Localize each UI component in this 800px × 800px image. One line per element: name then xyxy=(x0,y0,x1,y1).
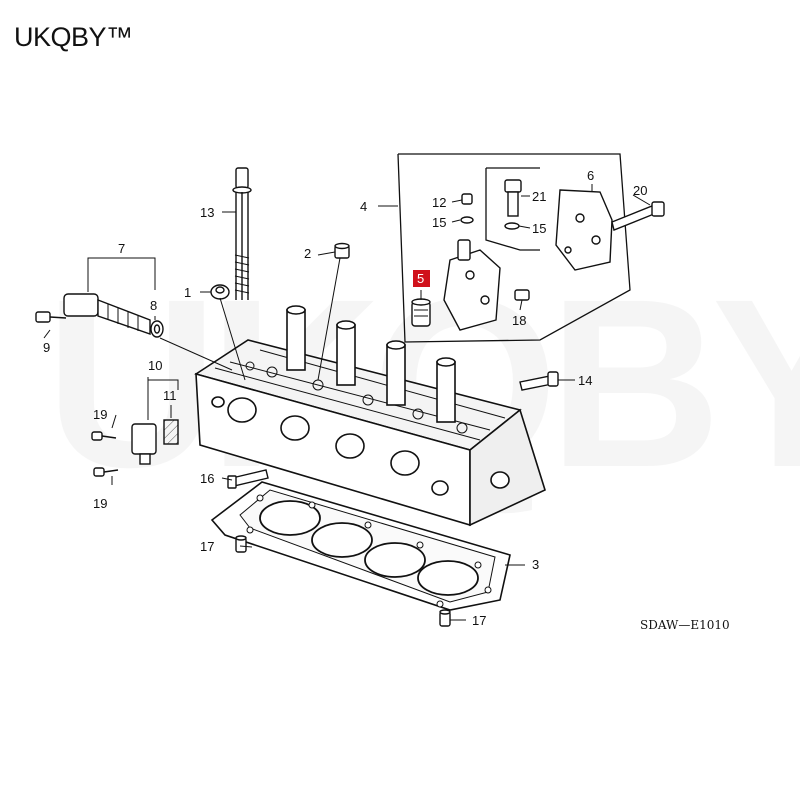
callout-4: 4 xyxy=(360,199,367,214)
spool-valve-assembly xyxy=(35,293,164,338)
dowel-pin xyxy=(235,535,451,627)
callout-19-top: 19 xyxy=(93,407,107,422)
callout-5-highlighted: 5 xyxy=(417,271,424,286)
vtc-oil-control-body xyxy=(443,239,530,331)
cylinder-head xyxy=(194,305,546,527)
callout-19-bottom: 19 xyxy=(93,496,107,511)
head-gasket xyxy=(210,481,511,611)
callout-15-right: 15 xyxy=(532,221,546,236)
callout-3: 3 xyxy=(532,557,539,572)
callout-8: 8 xyxy=(150,298,157,313)
callout-12: 12 xyxy=(432,195,446,210)
bolt xyxy=(227,371,559,489)
brand-logo: UKQBY™ xyxy=(14,22,133,52)
part-2-cap xyxy=(334,242,350,259)
callout-16: 16 xyxy=(200,471,214,486)
head-bolt xyxy=(232,167,252,300)
leader-lines xyxy=(43,184,651,621)
callout-18: 18 xyxy=(512,313,526,328)
callout-labels: 13 1 2 7 8 9 10 11 19 19 16 17 17 3 14 4… xyxy=(43,168,730,632)
oil-pressure-switch xyxy=(91,419,179,477)
diagram-code: SDAW—E1010 xyxy=(640,618,730,632)
callout-21: 21 xyxy=(532,189,546,204)
callout-1: 1 xyxy=(184,285,191,300)
part-6-bracket xyxy=(555,189,613,271)
solenoid-part-5 xyxy=(411,298,431,327)
callout-15-left: 15 xyxy=(432,215,446,230)
callout-17-left: 17 xyxy=(200,539,214,554)
callout-20: 20 xyxy=(633,183,647,198)
highlight-box xyxy=(413,270,430,287)
callout-17-bottom: 17 xyxy=(472,613,486,628)
sensor-21 xyxy=(460,179,522,230)
rocker-holder-box xyxy=(397,153,631,343)
bolt-20 xyxy=(611,201,665,231)
callout-6: 6 xyxy=(587,168,594,183)
callout-7: 7 xyxy=(118,241,125,256)
part-1-seal xyxy=(210,284,230,300)
callout-9: 9 xyxy=(43,340,50,355)
callout-14: 14 xyxy=(578,373,592,388)
callout-2: 2 xyxy=(304,246,311,261)
callout-11: 11 xyxy=(163,388,177,403)
callout-10: 10 xyxy=(148,358,162,373)
callout-13: 13 xyxy=(200,205,214,220)
